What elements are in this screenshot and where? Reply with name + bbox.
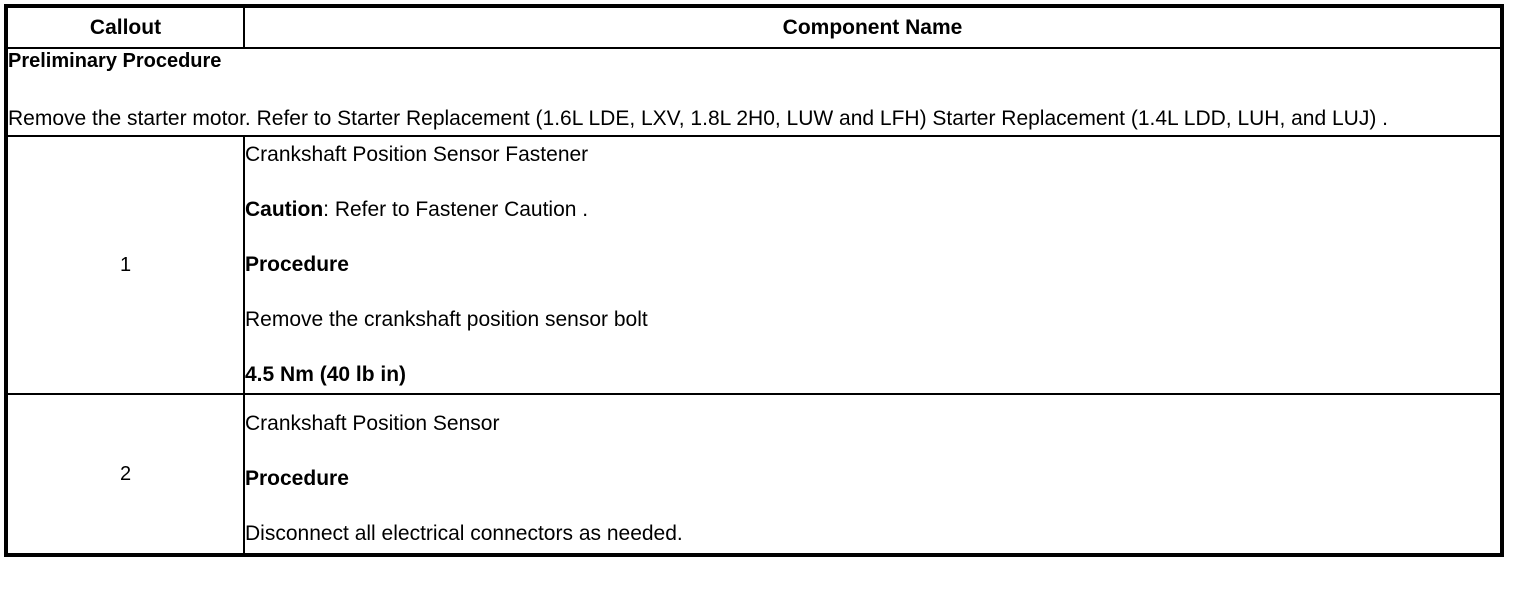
procedure-step-text: Remove the crankshaft position sensor bo… xyxy=(245,308,648,331)
procedure-heading: Procedure xyxy=(245,253,349,276)
column-header-component-name: Component Name xyxy=(243,5,1503,49)
table-body: Preliminary Procedure Remove the starter… xyxy=(5,47,1503,556)
callout-number: 2 xyxy=(5,393,245,556)
component-name-text: Crankshaft Position Sensor Fastener xyxy=(245,143,589,166)
column-header-callout: Callout xyxy=(5,5,245,49)
component-description-cell: Crankshaft Position Sensor Fastener Caut… xyxy=(243,135,1503,395)
preliminary-procedure-title: Preliminary Procedure xyxy=(8,50,222,72)
procedure-heading: Procedure xyxy=(245,467,349,490)
procedure-step-text: Disconnect all electrical connectors as … xyxy=(245,522,683,545)
caution-label: Caution xyxy=(245,198,324,221)
table-row: 1 Crankshaft Position Sensor Fastener Ca… xyxy=(5,135,1503,395)
component-callout-table: Callout Component Name Preliminary Proce… xyxy=(4,4,1504,557)
component-description-cell: Crankshaft Position Sensor Procedure Dis… xyxy=(243,393,1503,556)
caution-note: Caution: Refer to Fastener Caution . xyxy=(245,197,1500,223)
preliminary-procedure-text: Remove the starter motor. Refer to Start… xyxy=(8,107,1389,130)
preliminary-procedure-cell: Preliminary Procedure Remove the starter… xyxy=(5,47,1503,137)
table-row: 2 Crankshaft Position Sensor Procedure D… xyxy=(5,393,1503,556)
callout-number: 1 xyxy=(5,135,245,395)
table-header-row: Callout Component Name xyxy=(5,5,1503,49)
torque-spec: 4.5 Nm (40 lb in) xyxy=(245,363,407,386)
component-name-text: Crankshaft Position Sensor xyxy=(245,412,500,435)
table-header: Callout Component Name xyxy=(5,5,1503,49)
preliminary-procedure-row: Preliminary Procedure Remove the starter… xyxy=(5,47,1503,137)
caution-text: : Refer to Fastener Caution . xyxy=(323,198,589,221)
